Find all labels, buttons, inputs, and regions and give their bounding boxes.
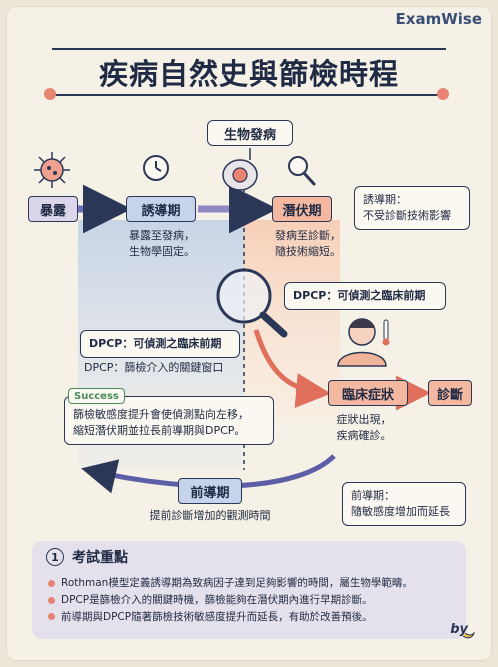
bullet-dot: [48, 596, 55, 604]
latent-description: 發病至診斷， 隨技術縮短。: [258, 228, 358, 260]
stage-latent: 潛伏期: [272, 196, 332, 222]
signature: by: [450, 622, 468, 637]
sick-person-icon: [337, 318, 390, 367]
exam-point-text: 前導期與DPCP隨著篩檢技術敏感度提升而延長，有助於改善預後。: [61, 610, 373, 623]
clock-icon: [143, 155, 169, 181]
exam-number-badge: 1: [46, 548, 64, 566]
dpcp-note-left: DPCP：可偵測之臨床前期: [80, 330, 240, 358]
stage-exposure: 暴露: [28, 196, 78, 222]
pin-decoration-left: [44, 88, 56, 100]
lead-time-note: 前導期： 隨敏感度增加而延長: [342, 482, 466, 526]
success-note-line: 篩檢敏感度提升會使偵測點向左移，: [73, 408, 249, 421]
latent-desc-line: 發病至診斷，: [275, 229, 341, 242]
list-item: Rothman模型定義誘導期為致病因子達到足夠影響的時間，屬生物學範疇。: [48, 575, 413, 592]
lead-time-description: 提前診斷增加的觀測時間: [149, 509, 271, 522]
exam-title: 考試重點: [72, 550, 128, 566]
induction-description: 暴露至發病， 生物學固定。: [112, 228, 212, 260]
exam-points-list: Rothman模型定義誘導期為致病因子達到足夠影響的時間，屬生物學範疇。 DPC…: [48, 575, 413, 625]
stage-lead-time: 前導期: [178, 478, 242, 504]
arrow-latent-clinical: [253, 329, 331, 408]
stage-diagnosis: 診斷: [428, 380, 472, 406]
bullet-dot: [48, 579, 55, 587]
bullet-dot: [48, 613, 55, 621]
bio-onset-label: 生物發病: [207, 120, 293, 146]
title-frame: 疾病自然史與篩檢時程: [52, 48, 446, 96]
magnifying-glass-icon: [216, 268, 288, 338]
success-note: 篩檢敏感度提升會使偵測點向左移， 縮短潛伏期並拉長前導期與DPCP。: [64, 396, 274, 445]
stage-induction: 誘導期: [126, 196, 196, 222]
exam-key-points: 1 考試重點 Rothman模型定義誘導期為致病因子達到足夠影響的時間，屬生物學…: [32, 541, 466, 639]
cell-icon: [222, 159, 258, 191]
exam-point-text: DPCP是篩檢介入的關鍵時機，篩檢能夠在潛伏期內進行早期診斷。: [61, 593, 373, 606]
success-tag: Success: [68, 388, 125, 404]
page-title: 疾病自然史與篩檢時程: [98, 57, 399, 91]
exam-header: 1 考試重點: [46, 547, 128, 567]
pin-decoration-right: [437, 88, 449, 100]
dpcp-window-note: DPCP：篩檢介入的關鍵窗口: [84, 361, 224, 374]
dpcp-note-right: DPCP：可偵測之臨床前期: [284, 282, 446, 310]
virus-icon: [34, 152, 70, 188]
clinical-description: 症狀出現， 疾病確診。: [322, 412, 406, 444]
lead-note-line: 隨敏感度增加而延長: [351, 504, 450, 518]
induction-note: 誘導期： 不受診斷技術影響: [354, 186, 470, 230]
list-item: DPCP是篩檢介入的關鍵時機，篩檢能夠在潛伏期內進行早期診斷。: [48, 592, 413, 609]
clinical-desc-line: 疾病確診。: [336, 428, 392, 442]
induction-note-line: 誘導期：: [363, 193, 407, 206]
stage-clinical: 臨床症狀: [328, 380, 408, 406]
list-item: 前導期與DPCP隨著篩檢技術敏感度提升而延長，有助於改善預後。: [48, 609, 413, 626]
clinical-desc-line: 症狀出現，: [336, 413, 392, 426]
lead-note-line: 前導期：: [351, 489, 395, 502]
latent-desc-line: 隨技術縮短。: [275, 244, 341, 258]
magnifier-icon: [288, 156, 316, 186]
brand-logo: ExamWise: [395, 10, 482, 28]
induction-desc-line: 生物學固定。: [129, 244, 195, 258]
success-note-line: 縮短潛伏期並拉長前導期與DPCP。: [73, 423, 246, 437]
exam-point-text: Rothman模型定義誘導期為致病因子達到足夠影響的時間，屬生物學範疇。: [61, 577, 413, 589]
induction-note-line: 不受診斷技術影響: [363, 208, 451, 222]
induction-desc-line: 暴露至發病，: [129, 229, 195, 242]
